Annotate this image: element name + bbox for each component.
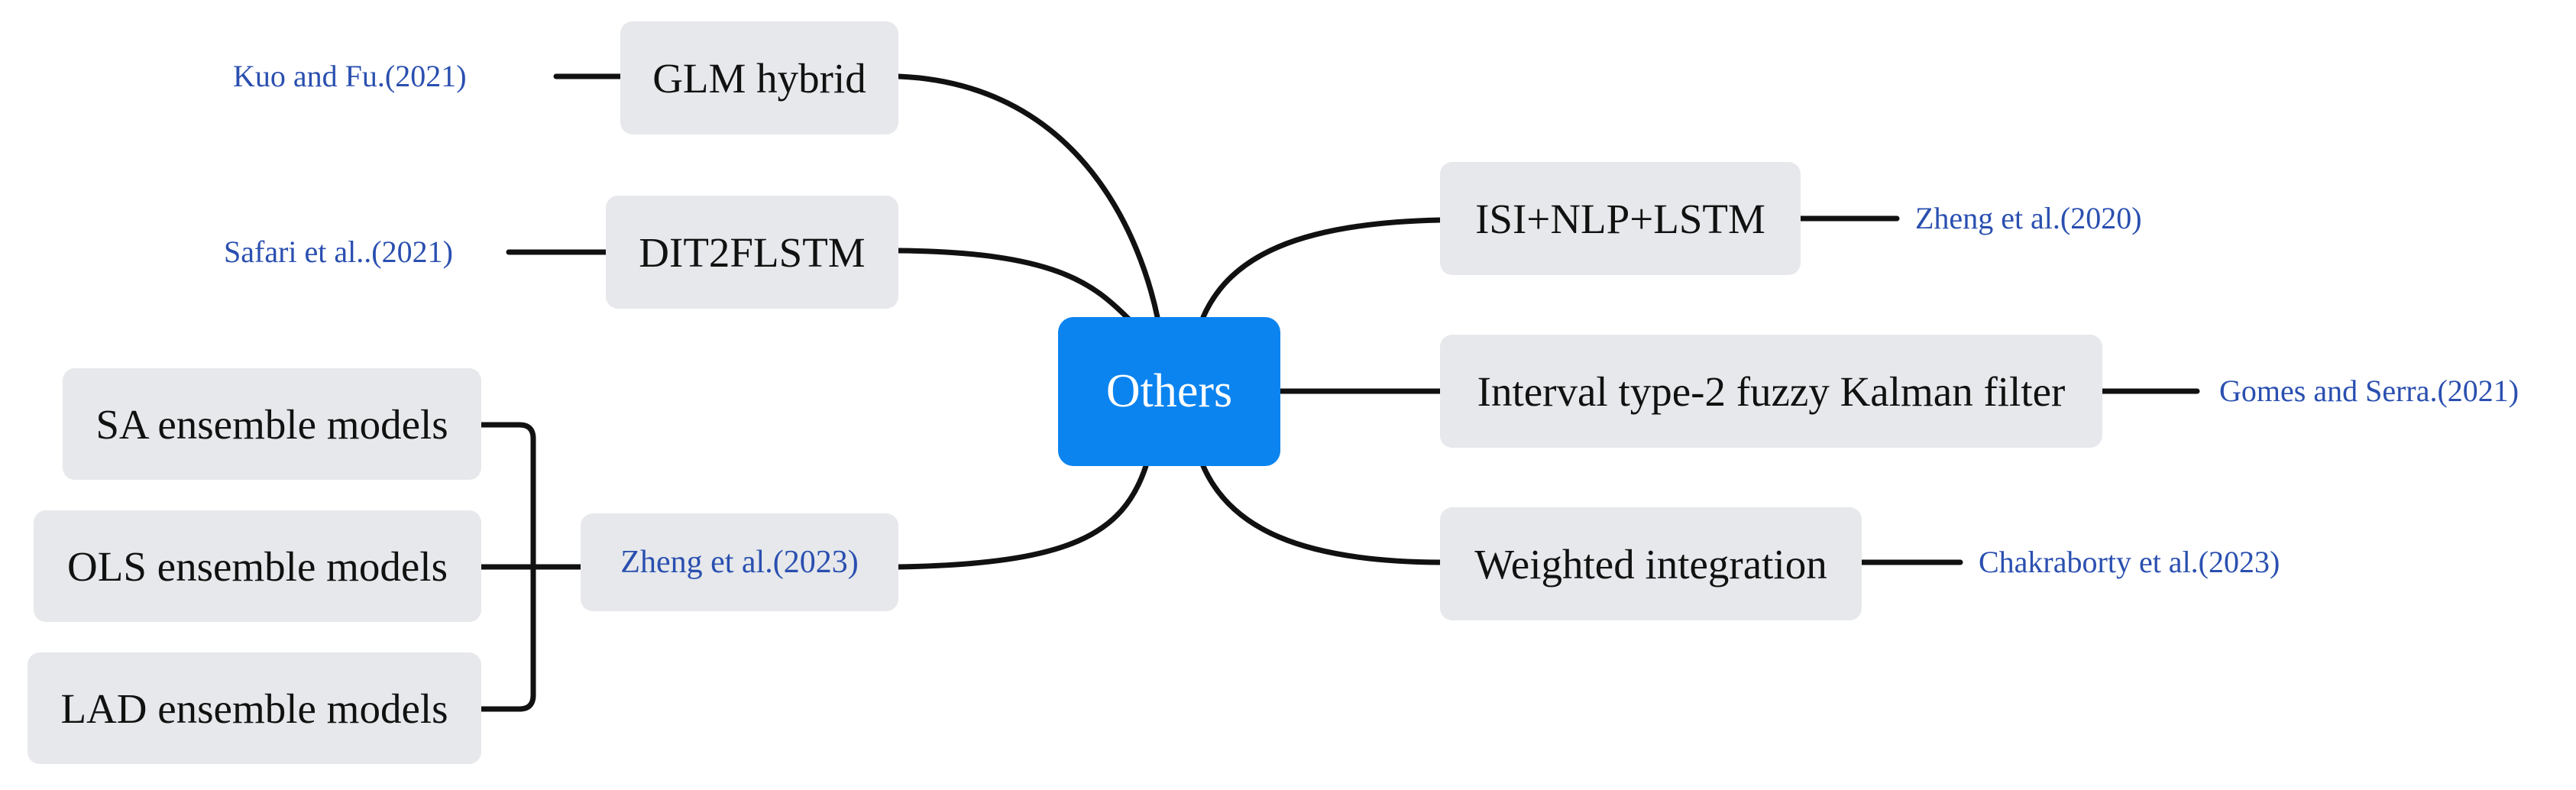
citation-safari-2021: Safari et al..(2021) [224,235,453,269]
center-node-others: Others [1058,317,1280,466]
edge-center-glm-hybrid [895,73,1160,320]
ensemble-model-sa: SA ensemble models [63,368,481,480]
ensemble-model-ols: OLS ensemble models [34,510,481,622]
citation-kuo-fu-2021: Kuo and Fu.(2021) [233,59,467,93]
method-node-glm-hybrid: GLM hybrid [620,21,898,134]
method-node-weighted-integration: Weighted integration [1440,507,1862,620]
citation-zheng-2020: Zheng et al.(2020) [1915,201,2142,235]
method-node-kalman-filter: Interval type-2 fuzzy Kalman filter [1440,335,2102,448]
edge-center-zheng-2023 [895,463,1149,570]
ensemble-model-lad: LAD ensemble models [28,652,481,764]
citation-gomes-serra-2021: Gomes and Serra.(2021) [2219,374,2519,408]
method-node-dit2flstm: DIT2FLSTM [606,196,898,309]
edge-center-dit2flstm [895,248,1132,322]
citation-chakraborty-2023: Chakraborty et al.(2023) [1979,545,2280,579]
edge-center-weighted-integration [1200,463,1443,565]
method-node-isi-nlp-lstm: ISI+NLP+LSTM [1440,162,1801,275]
edge-center-isi-nlp-lstm [1200,217,1443,320]
citation-node-zheng-2023: Zheng et al.(2023) [581,513,898,611]
